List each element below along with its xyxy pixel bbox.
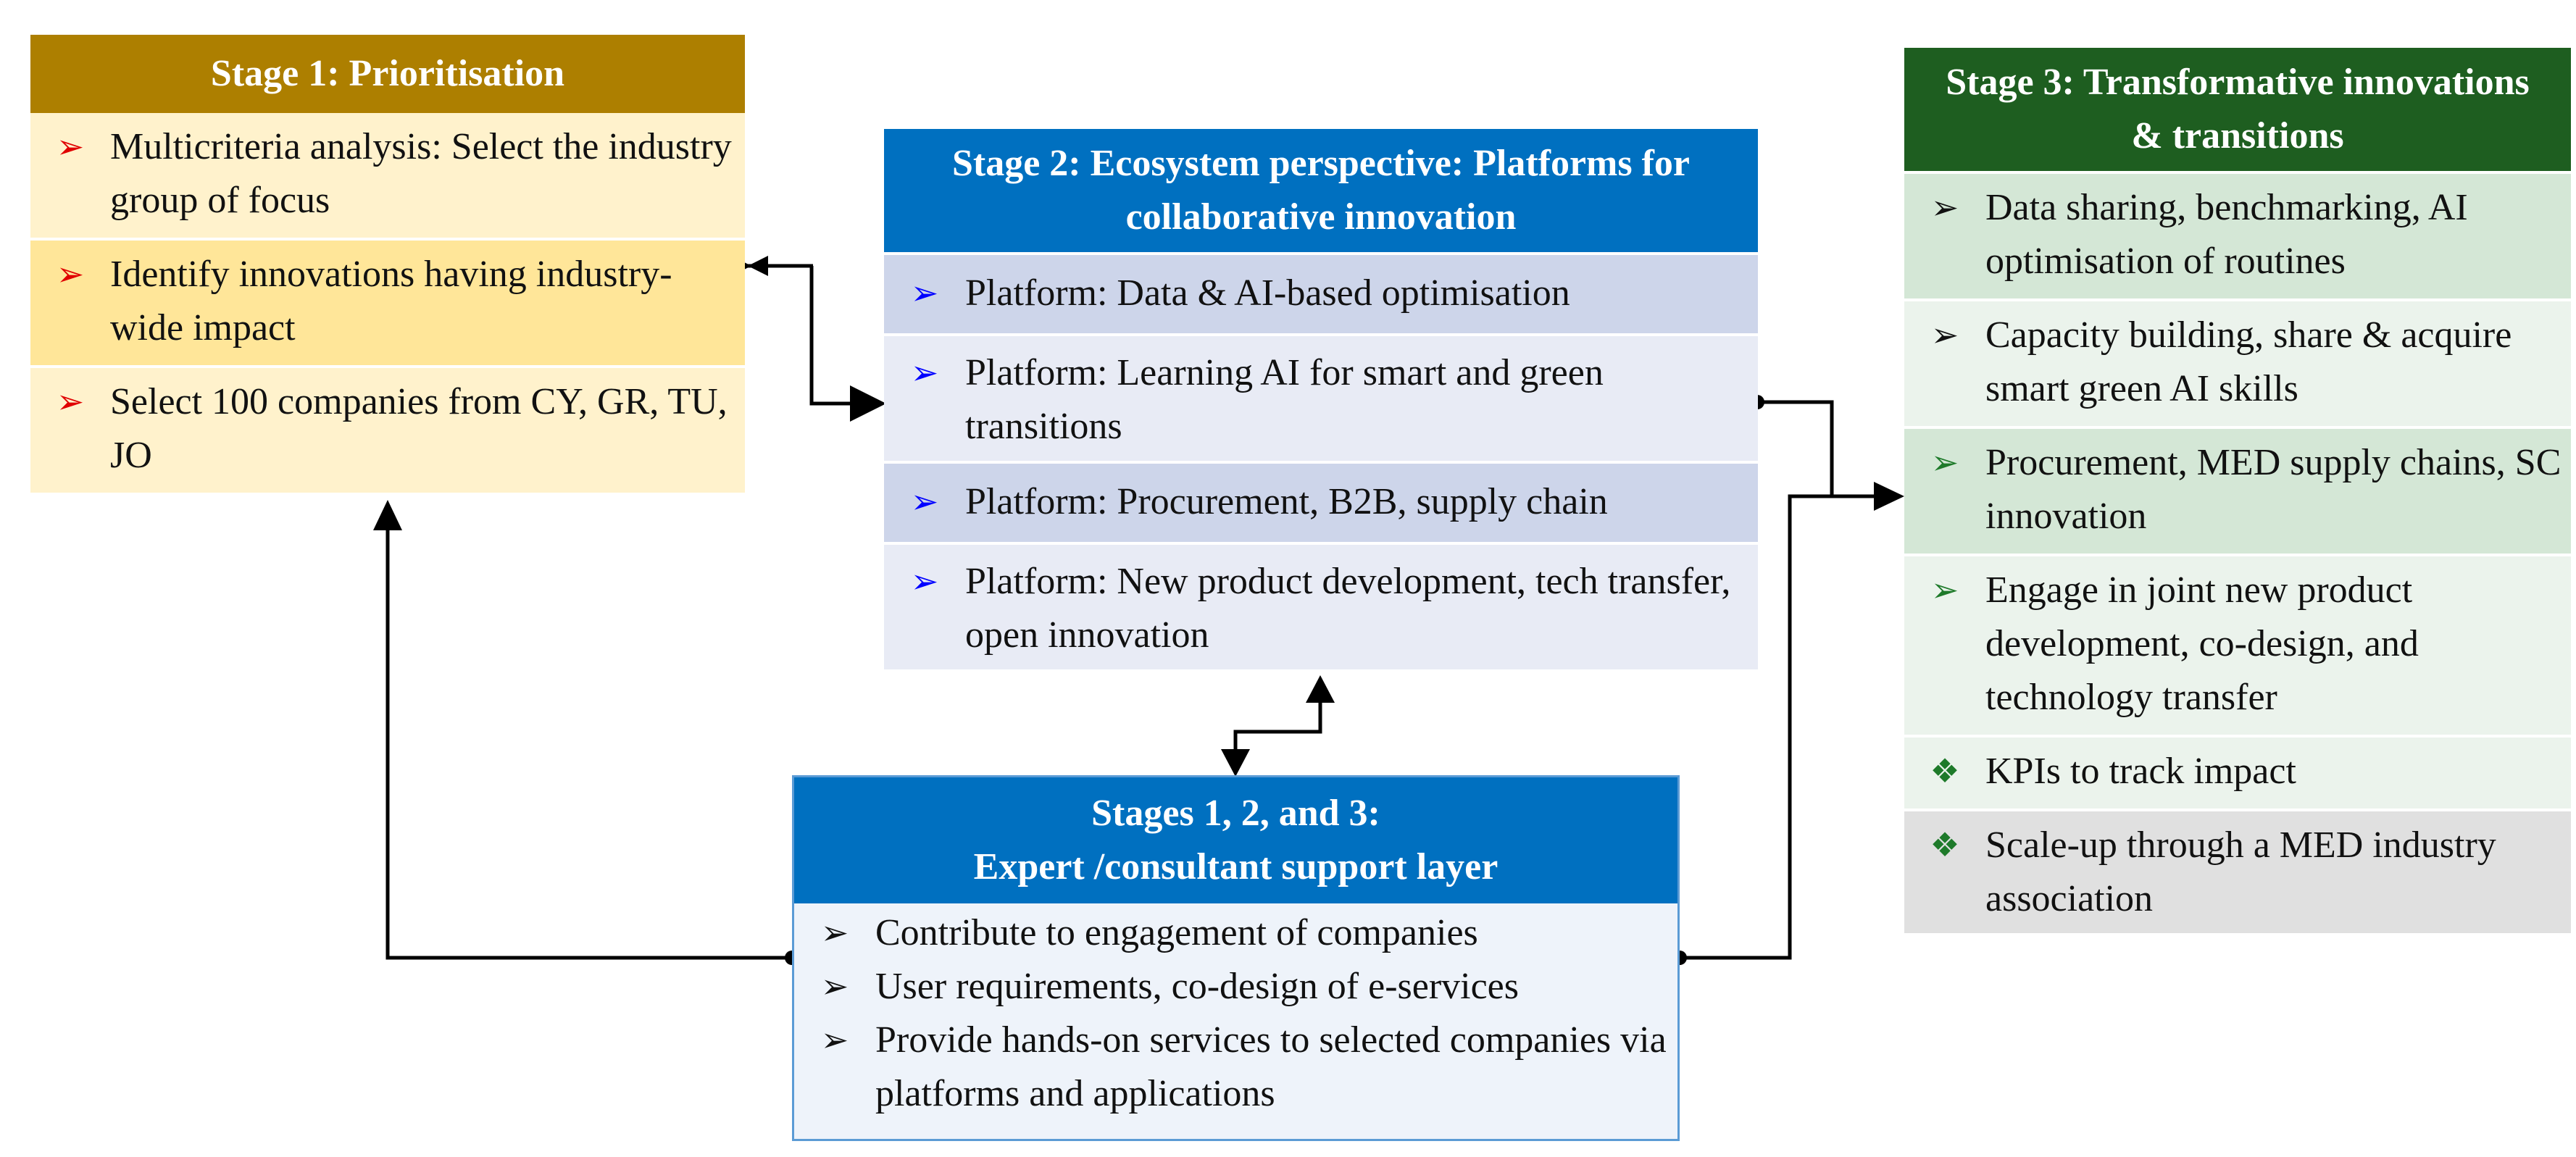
stage2-item: ➢ Platform: New product development, tec… xyxy=(884,542,1758,669)
stage1-item: ➢ Select 100 companies from CY, GR, TU, … xyxy=(30,365,745,493)
arrowhead-stage3 xyxy=(1874,482,1904,511)
stage1-item: ➢ Identify innovations having industry-w… xyxy=(30,238,745,365)
stage2-box: Stage 2: Ecosystem perspective: Platform… xyxy=(884,129,1758,669)
stage3-box: Stage 3: Transformative innovations & tr… xyxy=(1904,48,2571,933)
stage3-item-text: Procurement, MED supply chains, SC innov… xyxy=(1985,442,2562,537)
stage1-title: Stage 1: Prioritisation xyxy=(210,53,565,94)
arrow-stage2-stage3 xyxy=(1757,400,1862,498)
arrow-bullet-icon: ➢ xyxy=(910,354,939,391)
arrow-bullet-icon: ➢ xyxy=(820,914,849,951)
arrow-bullet-icon: ➢ xyxy=(1930,189,1959,226)
arrowhead-stage1-bottom xyxy=(373,500,402,530)
stage3-item-text: Data sharing, benchmarking, AI optimisat… xyxy=(1985,187,2468,282)
stage1-item-text: Multicriteria analysis: Select the indus… xyxy=(110,126,732,221)
stage3-title: Stage 3: Transformative innovations & tr… xyxy=(1946,62,2530,156)
arrowhead-support-top xyxy=(1221,749,1250,777)
arrow-bullet-icon: ➢ xyxy=(56,256,85,293)
arrowhead-stage2-bottom xyxy=(1306,675,1335,703)
stage2-item-text: Platform: Procurement, B2B, supply chain xyxy=(965,481,1608,522)
stage2-item: ➢ Platform: Learning AI for smart and gr… xyxy=(884,333,1758,461)
stage2-item-text: Platform: New product development, tech … xyxy=(965,561,1731,656)
stage2-item-text: Platform: Learning AI for smart and gree… xyxy=(965,352,1604,447)
stage3-item: ➢ Procurement, MED supply chains, SC inn… xyxy=(1904,426,2571,554)
stage1-item: ➢ Multicriteria analysis: Select the ind… xyxy=(30,113,745,238)
arrow-bullet-icon: ➢ xyxy=(910,483,939,520)
arrow-bullet-icon: ➢ xyxy=(820,968,849,1005)
support-item: ➢ Contribute to engagement of companies xyxy=(794,903,1677,960)
arrow-support-stage1 xyxy=(385,529,792,960)
support-item-text: Provide hands-on services to selected co… xyxy=(875,1019,1667,1114)
stage3-item: ➢ Capacity building, share & acquire sma… xyxy=(1904,298,2571,426)
stage2-item: ➢ Platform: Data & AI-based optimisation xyxy=(884,252,1758,333)
stage3-item: ❖ KPIs to track impact xyxy=(1904,735,2571,809)
arrow-bullet-icon: ➢ xyxy=(820,1022,849,1058)
arrow-bullet-icon: ➢ xyxy=(1930,317,1959,354)
support-title-line2: Expert /consultant support layer xyxy=(973,846,1499,887)
support-title-line1: Stages 1, 2, and 3: xyxy=(1091,793,1380,834)
arrow-bullet-icon: ➢ xyxy=(1930,444,1959,481)
diamond-bullet-icon: ❖ xyxy=(1930,827,1960,864)
support-header: Stages 1, 2, and 3: Expert /consultant s… xyxy=(794,777,1677,903)
arrow-bullet-icon: ➢ xyxy=(910,563,939,600)
stage2-title: Stage 2: Ecosystem perspective: Platform… xyxy=(951,143,1690,238)
stage3-item-text: Capacity building, share & acquire smart… xyxy=(1985,314,2512,409)
support-item-text: User requirements, co-design of e-servic… xyxy=(875,966,1519,1007)
stage1-header: Stage 1: Prioritisation xyxy=(30,35,745,113)
stage3-item-text: KPIs to track impact xyxy=(1985,751,2296,792)
arrow-stage2-support xyxy=(1233,699,1322,752)
stage2-item: ➢ Platform: Procurement, B2B, supply cha… xyxy=(884,461,1758,542)
stage3-item-text: Scale-up through a MED industry associat… xyxy=(1985,824,2496,919)
arrow-bullet-icon: ➢ xyxy=(56,383,85,420)
support-item: ➢ Provide hands-on services to selected … xyxy=(794,1014,1677,1121)
support-item: ➢ User requirements, co-design of e-serv… xyxy=(794,960,1677,1014)
arrow-bullet-icon: ➢ xyxy=(56,128,85,165)
stage3-header: Stage 3: Transformative innovations & tr… xyxy=(1904,48,2571,171)
diamond-bullet-icon: ❖ xyxy=(1930,753,1960,790)
stage1-box: Stage 1: Prioritisation ➢ Multicriteria … xyxy=(30,35,745,493)
arrowhead-left-stage1 xyxy=(748,256,768,276)
stage3-item-text: Engage in joint new product development,… xyxy=(1985,569,2419,718)
stage3-item: ➢ Engage in joint new product developmen… xyxy=(1904,554,2571,735)
arrow-support-stage3 xyxy=(1680,494,1877,960)
support-item-text: Contribute to engagement of companies xyxy=(875,912,1478,953)
stage1-item-text: Select 100 companies from CY, GR, TU, JO xyxy=(110,381,728,476)
stage1-item-text: Identify innovations having industry-wid… xyxy=(110,254,672,348)
arrow-bullet-icon: ➢ xyxy=(1930,572,1959,609)
stage3-item: ❖ Scale-up through a MED industry associ… xyxy=(1904,809,2571,933)
arrow-stage1-stage2 xyxy=(809,264,886,422)
stage2-header: Stage 2: Ecosystem perspective: Platform… xyxy=(884,129,1758,252)
arrow-bullet-icon: ➢ xyxy=(910,275,939,312)
support-box: Stages 1, 2, and 3: Expert /consultant s… xyxy=(792,775,1680,1141)
stage3-item: ➢ Data sharing, benchmarking, AI optimis… xyxy=(1904,171,2571,298)
stage2-item-text: Platform: Data & AI-based optimisation xyxy=(965,272,1570,314)
